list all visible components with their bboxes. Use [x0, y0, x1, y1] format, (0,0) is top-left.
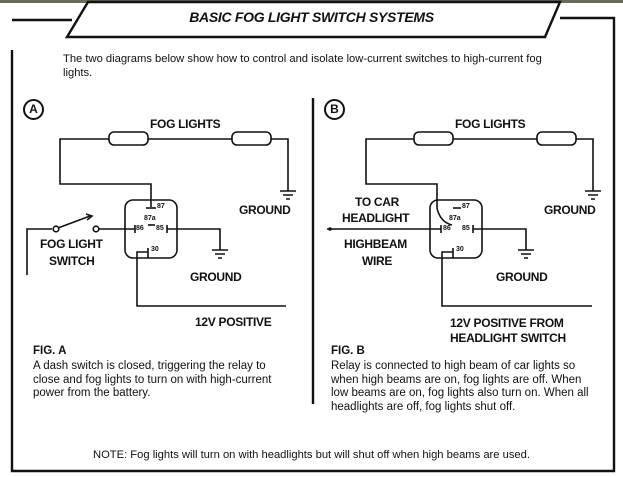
- page-title: BASIC FOG LIGHT SWITCH SYSTEMS: [189, 9, 434, 25]
- fig-b-description: Relay is connected to high beam of car l…: [331, 360, 589, 413]
- panel-a-power-label: 12V POSITIVE: [195, 315, 272, 329]
- panel-b-headlight-label-1: TO CAR: [355, 195, 399, 209]
- fog-light-a1: [108, 131, 149, 146]
- panel-b-fog-lights-label: FOG LIGHTS: [455, 117, 526, 131]
- panel-b-power-label-2: HEADLIGHT SWITCH: [450, 331, 566, 345]
- panel-b-highbeam-label-1: HIGHBEAM: [344, 237, 407, 251]
- panel-b-power-label-1: 12V POSITIVE FROM: [450, 316, 564, 330]
- panel-a-pin-87a: 87a: [144, 215, 156, 222]
- panel-b-ground-bottom-label: GROUND: [496, 270, 548, 284]
- panel-b-ground-top-label: GROUND: [544, 203, 596, 217]
- switch-contact-2: [92, 225, 100, 233]
- footer-note: NOTE: Fog lights will turn on with headl…: [93, 449, 530, 461]
- panel-b-pin-87: 87: [462, 203, 470, 210]
- panel-a-circuit: [26, 131, 296, 307]
- fig-a-title: FIG. A: [33, 345, 67, 357]
- panel-b-badge: B: [324, 99, 345, 120]
- fig-b-title: FIG. B: [331, 345, 365, 357]
- panel-a-pin-85: 85: [156, 225, 164, 232]
- fig-a-description: A dash switch is closed, triggering the …: [33, 360, 272, 399]
- title-banner: [64, 0, 562, 39]
- intro-text: The two diagrams below show how to contr…: [63, 53, 542, 79]
- panel-b-pin-86: 86: [443, 225, 451, 232]
- switch-contact-1: [52, 225, 60, 233]
- panel-a-switch-label-2: SWITCH: [49, 254, 95, 268]
- panel-a-pin-86: 86: [136, 225, 144, 232]
- panel-b-pin-87a: 87a: [449, 215, 461, 222]
- panel-b-pin-85: 85: [462, 225, 470, 232]
- panel-b-circuit: [327, 131, 601, 307]
- fog-light-a2: [231, 131, 272, 146]
- outer-frame: [10, 16, 616, 473]
- panel-b-headlight-label-2: HEADLIGHT: [342, 211, 410, 225]
- panel-a-ground-bottom-label: GROUND: [190, 270, 242, 284]
- panel-b-pin-30: 30: [456, 246, 464, 253]
- panel-b-highbeam-label-2: WIRE: [362, 254, 393, 268]
- panel-a-pin-87: 87: [157, 203, 165, 210]
- fog-light-b2: [536, 131, 577, 146]
- panel-a-fog-lights-label: FOG LIGHTS: [150, 117, 221, 131]
- panel-a-switch-label-1: FOG LIGHT: [40, 237, 103, 251]
- panel-a-badge: A: [23, 99, 44, 120]
- fog-light-b1: [413, 131, 454, 146]
- headlight-wire-end-b: [328, 227, 332, 231]
- panel-a-pin-30: 30: [151, 246, 159, 253]
- panel-a-ground-top-label: GROUND: [239, 203, 291, 217]
